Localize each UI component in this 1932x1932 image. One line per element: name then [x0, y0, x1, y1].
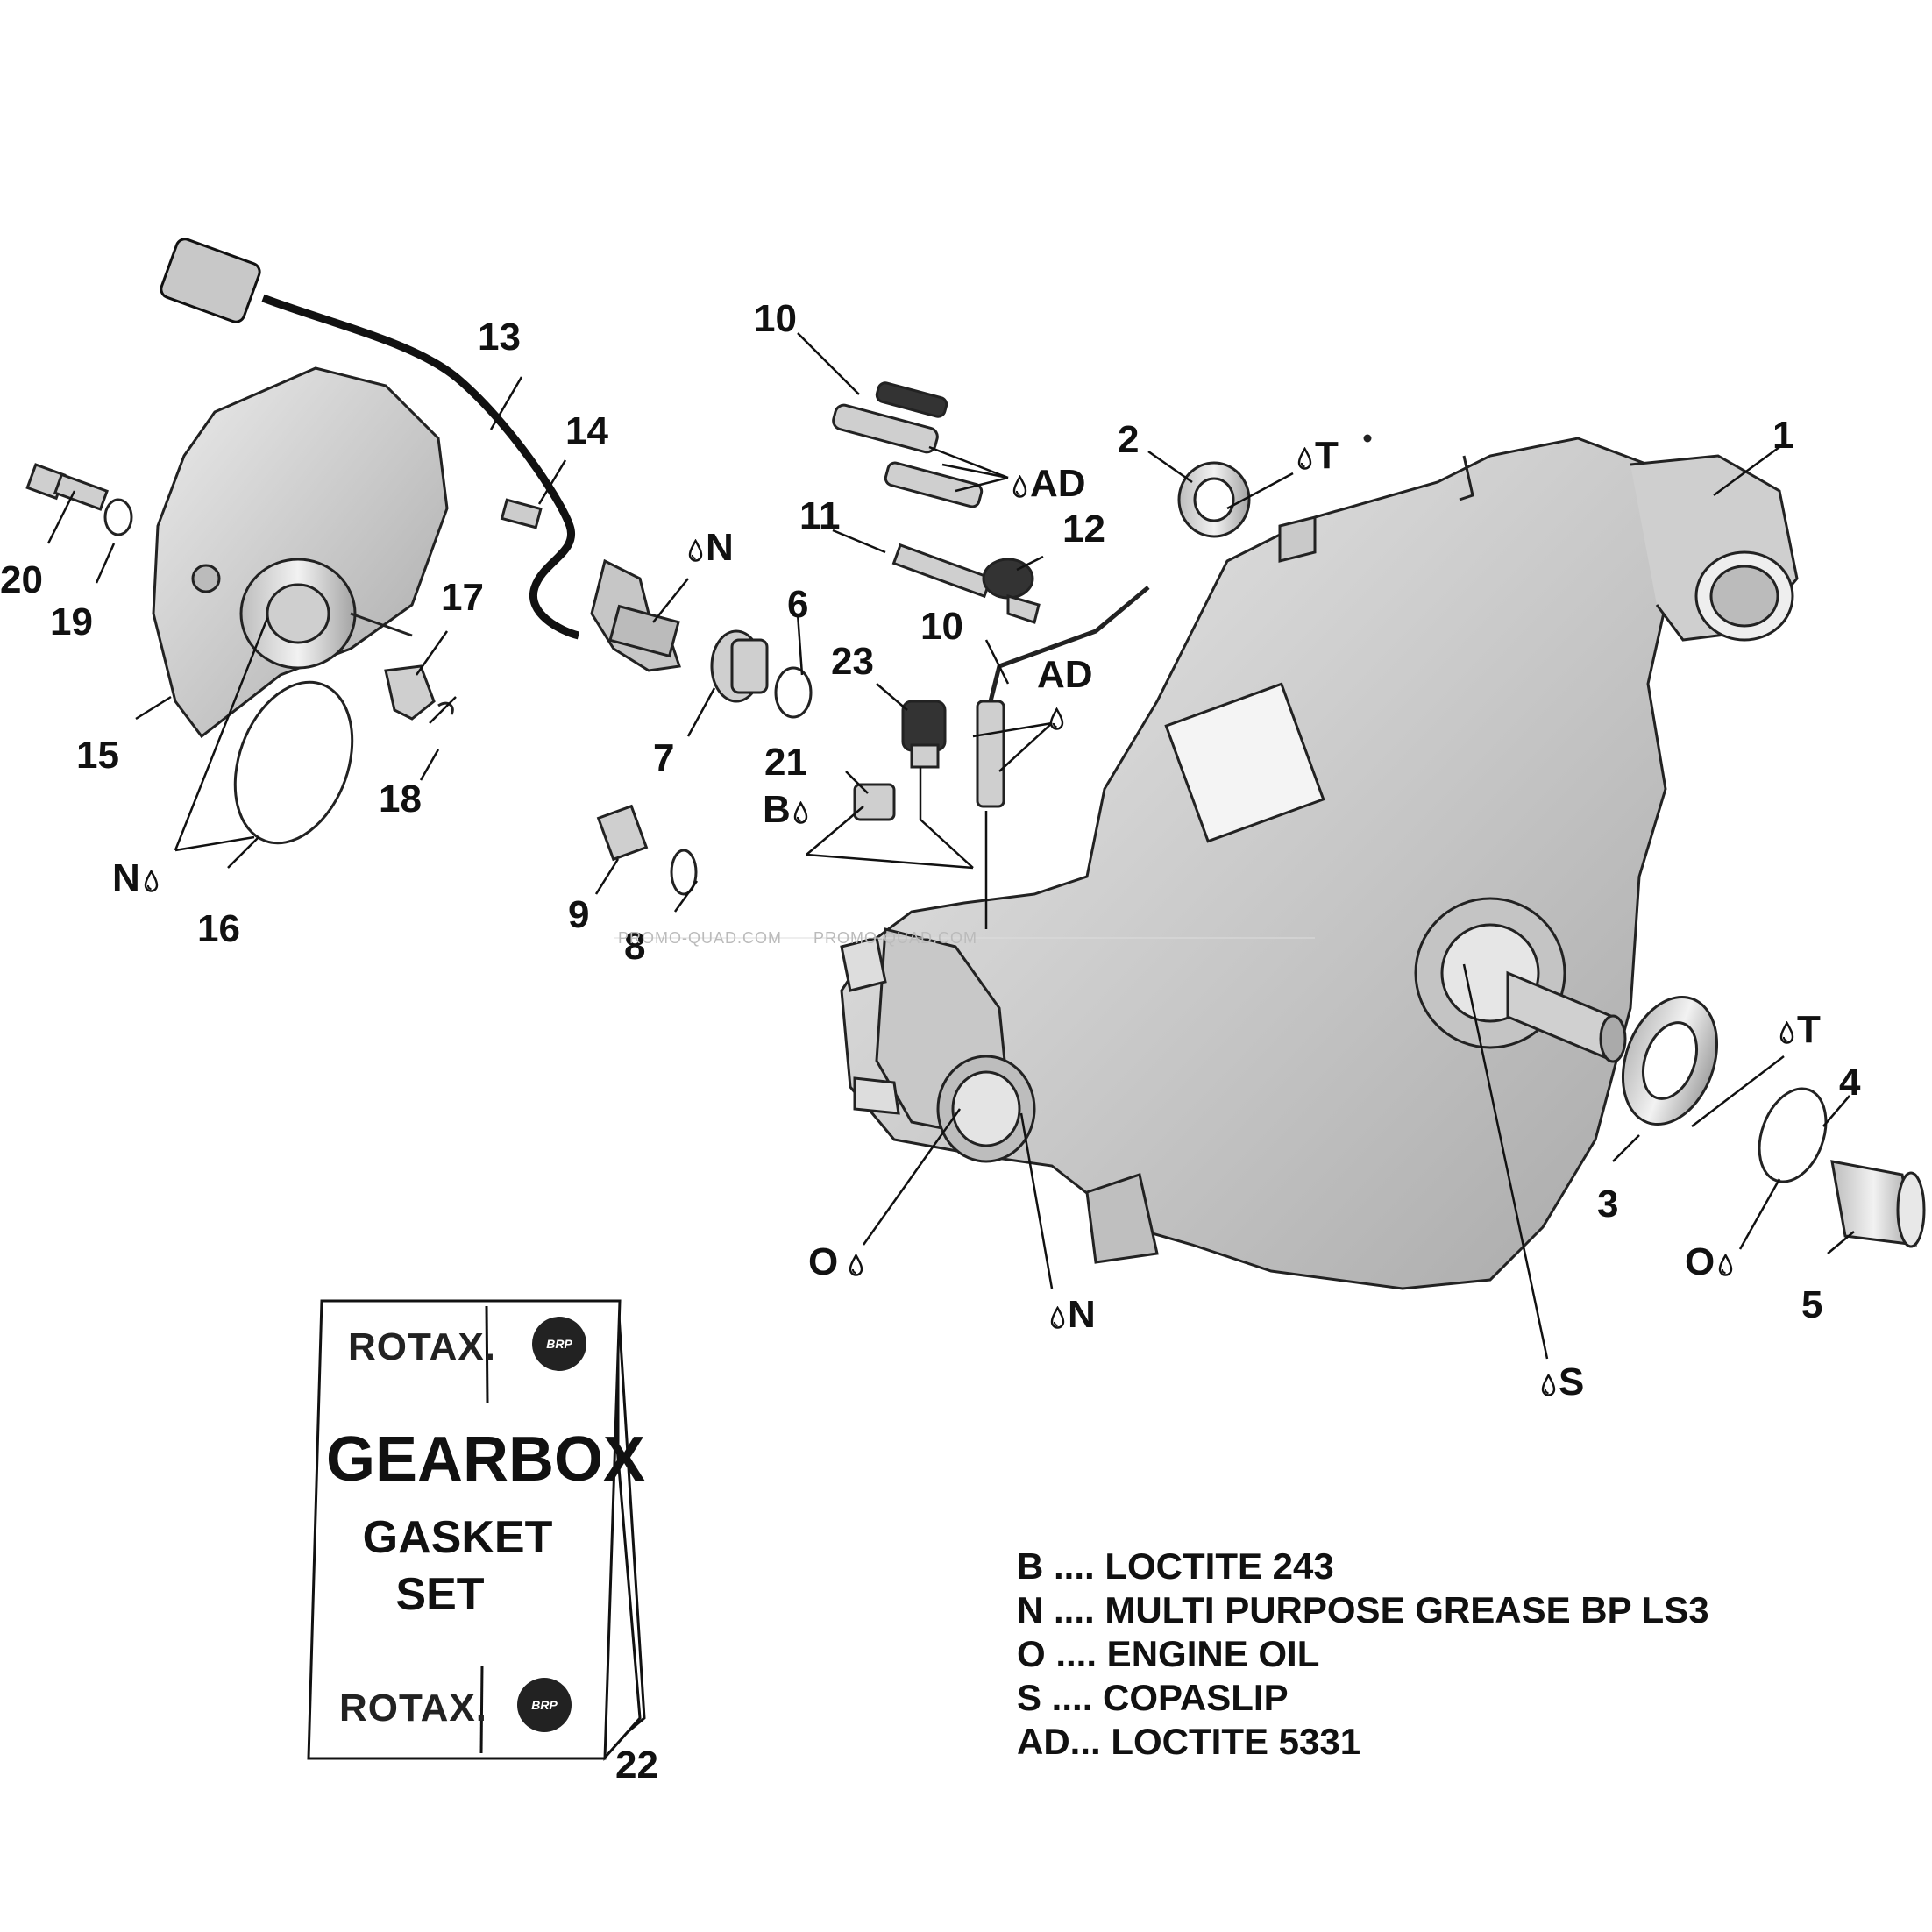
drop-icon	[1049, 707, 1064, 730]
callout-20: 20	[0, 558, 43, 601]
symbol-n-bottom-label: N	[1068, 1293, 1096, 1336]
symbol-ad-lower-label: AD	[1037, 653, 1093, 696]
symbol-n-actuator-label: N	[112, 856, 140, 899]
drop-icon	[1050, 1306, 1065, 1329]
drop-icon	[1719, 1254, 1733, 1276]
brp-badge-top: BRP	[532, 1317, 586, 1371]
card-title-gearbox: GEARBOX	[326, 1424, 646, 1495]
legend-row-b: B .... LOCTITE 243	[1017, 1545, 1334, 1587]
symbol-o-left: O	[808, 1243, 866, 1282]
symbol-n-sensor-label: N	[706, 526, 734, 569]
gasket-set-card: ROTAX. BRP GEARBOX GASKET SET ROTAX. BRP	[309, 1301, 646, 1765]
callout-16: 16	[197, 907, 240, 950]
wiring-harness	[160, 238, 580, 640]
drop-icon	[793, 801, 807, 824]
speed-sensor	[500, 498, 681, 672]
symbol-o-left-label: O	[808, 1240, 839, 1283]
legend-row-s: S .... COPASLIP	[1017, 1677, 1289, 1718]
callout-18: 18	[379, 778, 422, 820]
drop-icon	[688, 539, 703, 562]
callout-12: 12	[1062, 508, 1105, 550]
symbol-s: S	[1541, 1363, 1584, 1402]
symbol-b: B	[763, 791, 811, 829]
legend-row-o: O .... ENGINE OIL	[1017, 1633, 1320, 1674]
callout-3: 3	[1597, 1183, 1619, 1225]
callout-5: 5	[1801, 1283, 1823, 1326]
symbol-n-bottom: N	[1050, 1296, 1096, 1334]
drop-icon	[849, 1254, 863, 1276]
drop-icon	[1297, 447, 1312, 470]
callout-10-lower: 10	[920, 605, 963, 648]
callout-11: 11	[799, 494, 841, 537]
legend-row-n: N .... MULTI PURPOSE GREASE BP LS3	[1017, 1589, 1709, 1630]
callout-9: 9	[568, 893, 590, 936]
small-parts	[25, 381, 1926, 1248]
callout-7: 7	[653, 736, 675, 779]
drop-icon	[1012, 475, 1027, 498]
symbol-s-label: S	[1559, 1360, 1585, 1403]
legend-row-ad: AD... LOCTITE 5331	[1017, 1721, 1361, 1762]
symbol-o-right-label: O	[1685, 1240, 1715, 1283]
symbol-ad-top-label: AD	[1030, 462, 1086, 505]
watermark-1: PROMO-QUAD.COM	[618, 929, 782, 947]
symbol-t-top: T	[1297, 437, 1339, 475]
symbol-ad-lower-drop	[1049, 697, 1067, 735]
callout-13: 13	[478, 316, 521, 359]
callout-1: 1	[1772, 414, 1794, 457]
lubricant-legend: B .... LOCTITE 243 N .... MULTI PURPOSE …	[1017, 1545, 1709, 1764]
rotax-logo-top: ROTAX.	[348, 1325, 496, 1368]
symbol-o-right: O	[1685, 1243, 1736, 1282]
symbol-ad-top: AD	[1012, 465, 1086, 503]
callout-17: 17	[441, 576, 484, 619]
actuator-cover	[152, 366, 449, 739]
symbol-t-right-label: T	[1797, 1008, 1821, 1051]
gearbox-housing	[840, 434, 1799, 1290]
callout-6: 6	[787, 583, 809, 626]
callout-8: 8	[624, 925, 646, 968]
callout-19: 19	[50, 600, 93, 643]
callout-23: 23	[831, 640, 874, 683]
watermark-2: PROMO-QUAD.COM	[813, 929, 977, 947]
callout-15: 15	[76, 734, 119, 777]
symbol-n-sensor: N	[688, 529, 734, 567]
callout-14: 14	[565, 409, 608, 452]
drop-icon	[144, 870, 158, 892]
symbol-t-right: T	[1779, 1011, 1821, 1049]
drop-icon	[1779, 1021, 1794, 1044]
symbol-n-actuator: N	[112, 859, 161, 898]
drop-icon	[1541, 1374, 1556, 1396]
symbol-t-top-label: T	[1315, 434, 1339, 477]
callout-2: 2	[1118, 418, 1140, 461]
callout-22: 22	[615, 1744, 658, 1786]
gasket-set-card-artwork	[307, 1299, 646, 1761]
callout-21: 21	[764, 741, 807, 784]
rotax-logo-bottom: ROTAX.	[339, 1687, 487, 1730]
symbol-b-label: B	[763, 788, 791, 831]
leader-lines	[46, 332, 1855, 1360]
card-title-set: SET	[395, 1569, 485, 1620]
callout-4: 4	[1839, 1061, 1861, 1104]
symbol-ad-lower: AD	[1037, 656, 1093, 694]
card-title-gasket: GASKET	[362, 1512, 553, 1563]
callout-10-top: 10	[754, 297, 797, 340]
brp-badge-bottom: BRP	[517, 1678, 572, 1732]
